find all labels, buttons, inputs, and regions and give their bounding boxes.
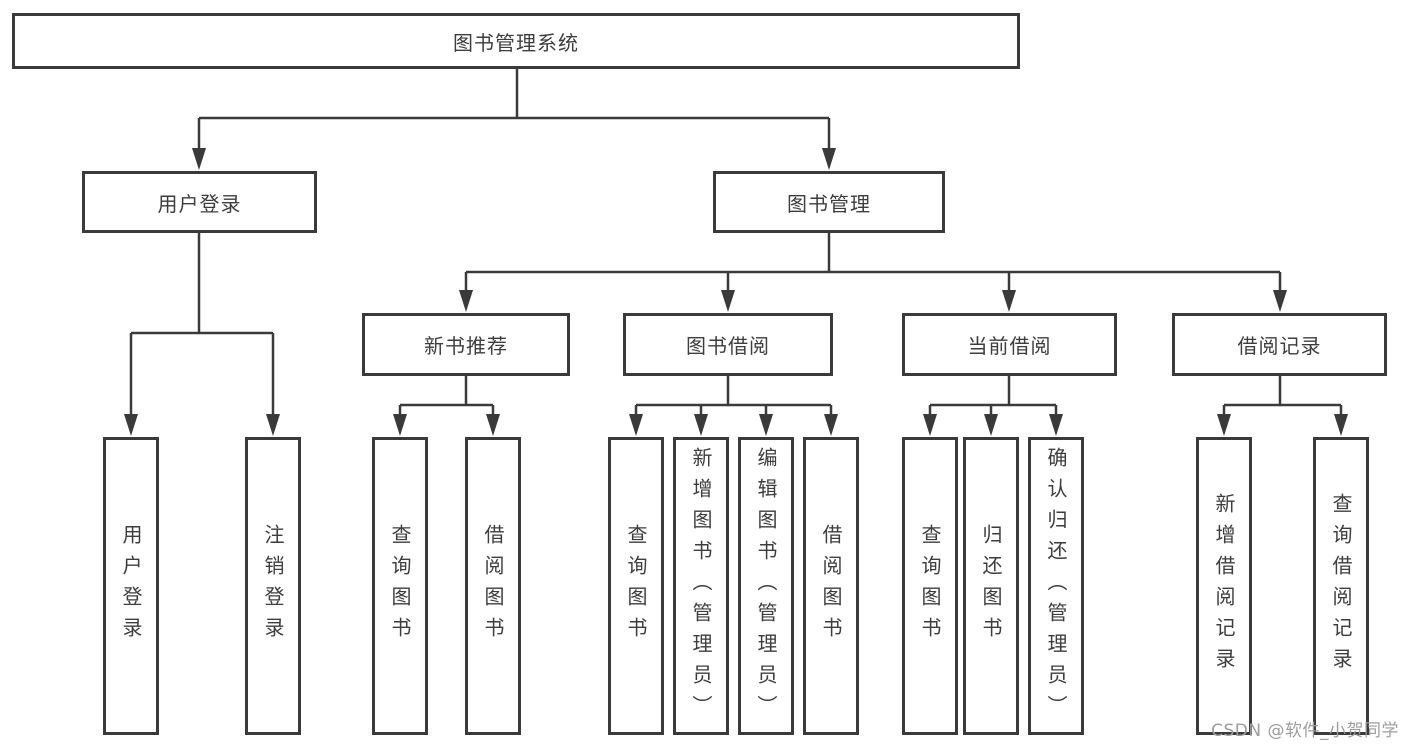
leaf-borrow-book-recommend: 借阅图书 [465, 437, 521, 735]
connector-current-to-leaves [928, 376, 1058, 420]
arrowhead [822, 148, 836, 170]
connector-bookmgmt-to-level3 [464, 233, 1282, 296]
node-borrow-records: 借阅记录 [1172, 313, 1387, 376]
leaf-add-borrow-record: 新增借阅记录 [1196, 437, 1252, 735]
connector-records-to-leaves [1222, 376, 1343, 420]
arrowhead [124, 414, 138, 436]
leaf-query-book-borrow: 查询图书 [608, 437, 664, 735]
arrowhead [694, 414, 708, 436]
arrowhead [721, 290, 735, 312]
arrowhead [1273, 290, 1287, 312]
arrowhead [1002, 290, 1016, 312]
arrowhead [1049, 414, 1063, 436]
arrowhead [629, 414, 643, 436]
arrowhead [759, 414, 773, 436]
arrowhead [1334, 414, 1348, 436]
node-root-system: 图书管理系统 [12, 13, 1020, 69]
arrowhead [192, 148, 206, 170]
connector-root-to-level2 [197, 69, 831, 152]
arrowhead [393, 414, 407, 436]
arrowheads [124, 148, 1348, 436]
leaf-return-book: 归还图书 [963, 437, 1019, 735]
arrowhead [486, 414, 500, 436]
connector-newbook-to-leaves [398, 376, 495, 420]
node-book-borrow: 图书借阅 [623, 313, 833, 376]
arrowhead [266, 414, 280, 436]
leaf-confirm-return-admin: 确认归还（管理员） [1028, 437, 1084, 735]
connector-userlogin-to-leaves [129, 233, 275, 420]
leaf-query-book-recommend: 查询图书 [372, 437, 428, 735]
leaf-borrow-book: 借阅图书 [803, 437, 859, 735]
node-user-login: 用户登录 [82, 171, 317, 233]
arrowhead [984, 414, 998, 436]
leaf-user-login: 用户登录 [103, 437, 159, 735]
leaf-query-book-current: 查询图书 [902, 437, 958, 735]
node-new-book-recommend: 新书推荐 [362, 313, 570, 376]
leaf-logout: 注销登录 [245, 437, 301, 735]
connector-borrow-to-leaves [634, 376, 833, 420]
leaf-add-book-admin: 新增图书（管理员） [673, 437, 729, 735]
arrowhead [459, 290, 473, 312]
leaf-query-borrow-record: 查询借阅记录 [1313, 437, 1369, 735]
arrowhead [1217, 414, 1231, 436]
arrowhead [824, 414, 838, 436]
watermark: CSDN @软件_小贺同学 [1211, 721, 1399, 741]
node-book-management: 图书管理 [713, 171, 945, 233]
leaf-edit-book-admin: 编辑图书（管理员） [738, 437, 794, 735]
arrowhead [923, 414, 937, 436]
node-current-borrow: 当前借阅 [902, 313, 1117, 376]
